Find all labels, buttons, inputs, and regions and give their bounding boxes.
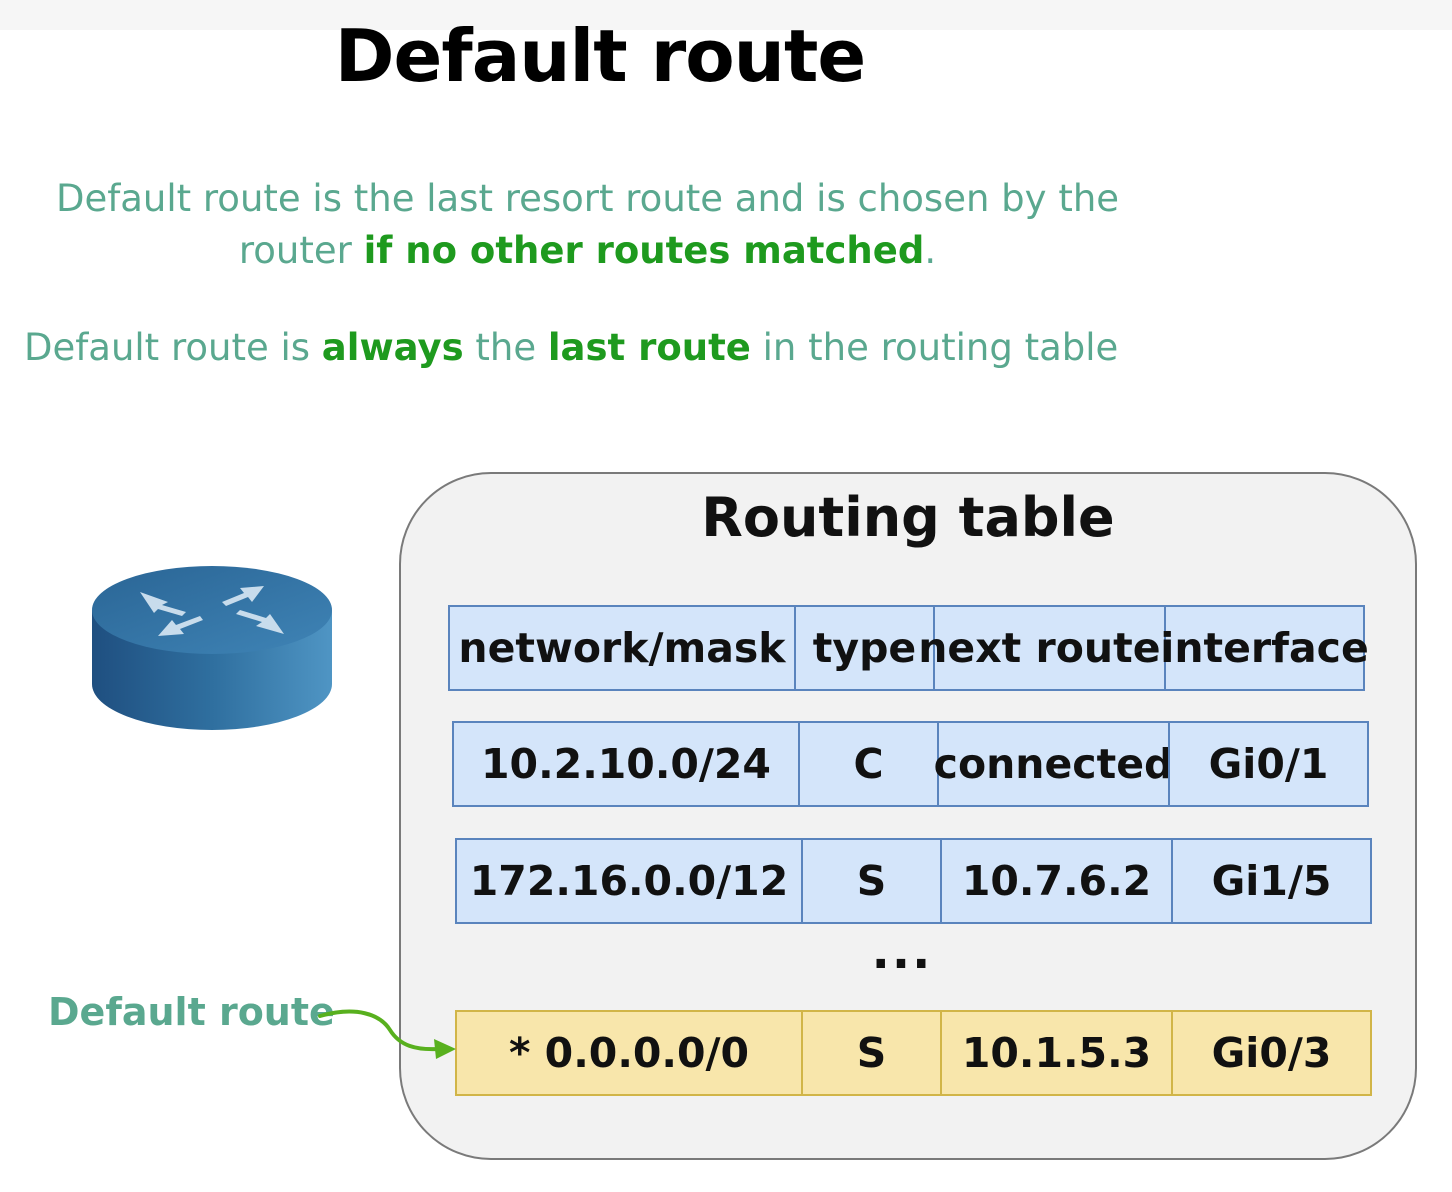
description-2-highlight-last-route: last route bbox=[547, 326, 751, 369]
description-1-text: Default route is the last resort route a… bbox=[55, 177, 1120, 220]
routing-table-title: Routing table bbox=[701, 486, 1115, 549]
description-line-2: Default route is always the last route i… bbox=[24, 326, 1118, 369]
cell-network-mask: * 0.0.0.0/0 bbox=[455, 1010, 803, 1096]
description-2-highlight-always: always bbox=[321, 326, 464, 369]
description-line-1: Default route is the last resort route a… bbox=[0, 173, 1175, 277]
router-icon bbox=[92, 566, 332, 730]
cell-type: C bbox=[798, 721, 939, 807]
cell-next-router: connected bbox=[934, 721, 1173, 807]
table-row: 10.2.10.0/24 C connected Gi0/1 bbox=[452, 721, 1369, 807]
description-2-text-3: in the routing table bbox=[750, 326, 1119, 369]
cell-type: S bbox=[801, 838, 942, 924]
cell-type: S bbox=[801, 1010, 942, 1096]
cell-interface: Gi0/1 bbox=[1168, 721, 1369, 807]
cell-next-router: 10.1.5.3 bbox=[940, 1010, 1173, 1096]
slide-title: Default route bbox=[334, 14, 866, 98]
table-row: 172.16.0.0/12 S 10.7.6.2 Gi1/5 bbox=[455, 838, 1372, 924]
description-2-text-1: Default route is bbox=[24, 326, 322, 369]
column-header-interface: interface bbox=[1160, 605, 1369, 691]
column-header-network-mask: network/mask bbox=[448, 605, 796, 691]
cell-network-mask: 172.16.0.0/12 bbox=[455, 838, 803, 924]
cell-interface: Gi0/3 bbox=[1171, 1010, 1372, 1096]
cell-next-router: 10.7.6.2 bbox=[940, 838, 1173, 924]
default-route-label: Default route bbox=[48, 990, 335, 1034]
column-header-type: type bbox=[794, 605, 935, 691]
arrow-icon bbox=[318, 1009, 456, 1059]
cell-interface: Gi1/5 bbox=[1171, 838, 1372, 924]
description-1-text-2: router bbox=[238, 229, 364, 272]
column-header-next-router: next router bbox=[918, 605, 1181, 691]
cell-network-mask: 10.2.10.0/24 bbox=[452, 721, 800, 807]
description-1-period: . bbox=[924, 229, 937, 272]
description-2-text-2: the bbox=[463, 326, 548, 369]
top-bar bbox=[0, 0, 1452, 30]
table-header-row: network/mask type next router interface bbox=[448, 605, 1369, 691]
default-route-row: * 0.0.0.0/0 S 10.1.5.3 Gi0/3 bbox=[455, 1010, 1372, 1096]
description-1-highlight: if no other routes matched bbox=[363, 229, 925, 272]
table-ellipsis: ... bbox=[871, 924, 933, 980]
